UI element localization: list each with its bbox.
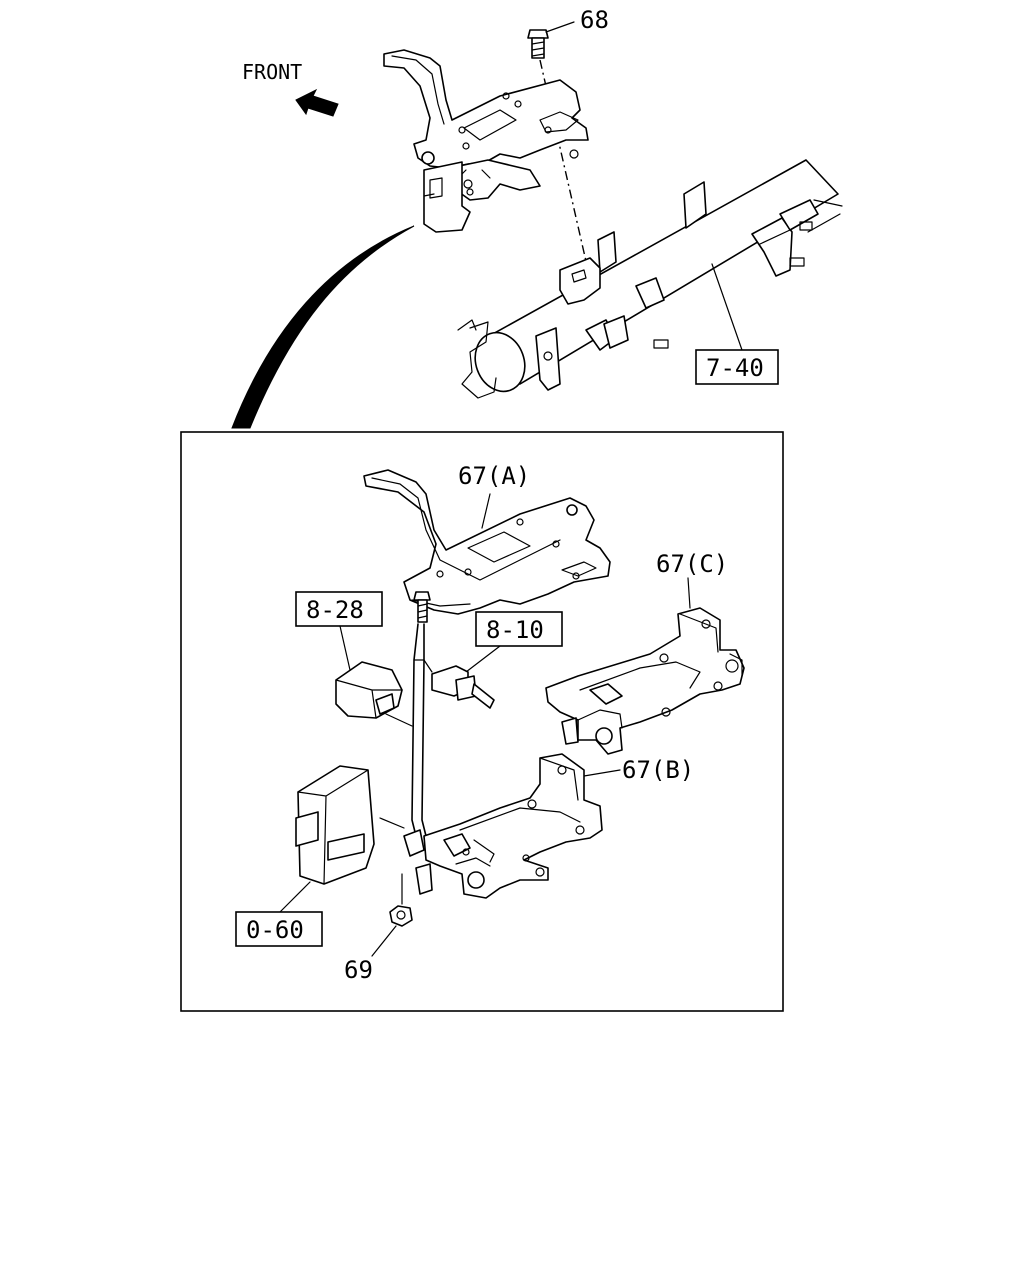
callout-8-10-box <box>475 611 563 647</box>
callout-8-28-box <box>295 591 383 627</box>
bolt-68: 68 <box>527 6 609 59</box>
control-unit-0-60: 0-60 <box>235 765 375 947</box>
bracket-assembly-top <box>383 49 589 233</box>
bracket-bolt <box>413 591 431 623</box>
callout-7-40-box <box>695 349 779 385</box>
nut-69: 69 <box>344 873 413 984</box>
callout-67a: 67(A) <box>458 462 530 490</box>
bracket-67b: 67(B) <box>403 753 694 899</box>
detail-arrow <box>231 225 415 429</box>
callout-69: 69 <box>344 956 373 984</box>
bolt-68-axis <box>539 59 589 271</box>
crossmember-7-40: 7-40 <box>457 159 843 399</box>
front-arrow-icon <box>295 88 339 117</box>
front-label: FRONT <box>242 60 302 84</box>
relay-8-28: 8-28 <box>295 591 403 719</box>
callout-67c: 67(C) <box>656 550 728 578</box>
callout-0-60-box <box>235 911 323 947</box>
bracket-67c: 67(C) <box>545 550 745 755</box>
wire-harness <box>379 623 433 837</box>
callout-67b: 67(B) <box>622 756 694 784</box>
callout-0-60: 0-60 <box>246 916 304 944</box>
front-direction-indicator: FRONT <box>242 60 339 117</box>
callout-7-40: 7-40 <box>706 354 764 382</box>
detail-frame <box>180 431 784 1012</box>
callout-8-28: 8-28 <box>306 596 364 624</box>
callout-68: 68 <box>580 6 609 34</box>
connector-8-10: 8-10 <box>431 611 563 709</box>
callout-8-10: 8-10 <box>486 616 544 644</box>
bracket-67a: 67(A) <box>363 462 611 615</box>
